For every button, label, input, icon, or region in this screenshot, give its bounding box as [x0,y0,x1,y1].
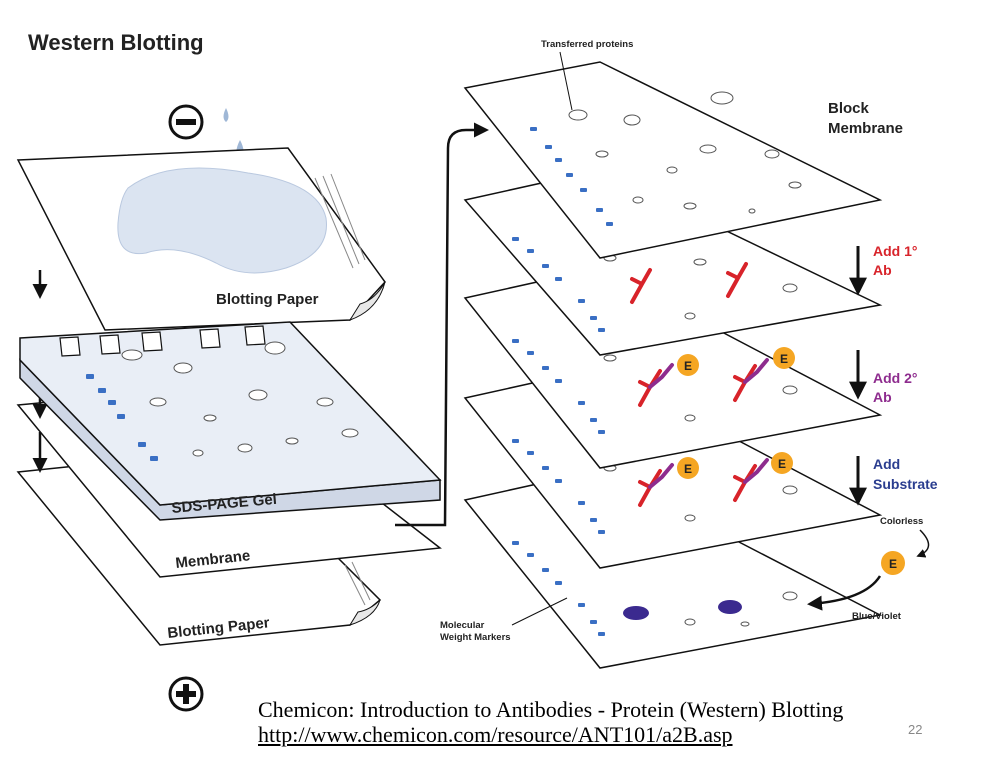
antibody-complex: E [638,354,699,407]
step2-label-line2: Ab [873,389,892,405]
enzyme-label: E [684,462,692,476]
antibody-complex: E [733,347,795,402]
primary-antibody-icon [630,268,652,304]
primary-antibody-icon [726,262,748,298]
plus-electrode [168,676,204,712]
antibody-complex: E [638,457,699,507]
step1-label-line1: Add 1° [873,243,918,259]
enzyme-icon: E [881,551,905,575]
conversion-arrow-icon [807,575,882,611]
step1-label-line2: Ab [873,262,892,278]
membrane-sheet-1 [463,61,883,259]
mw-label-line1: Molecular [440,620,485,631]
block-label-line2: Membrane [828,120,903,137]
antibody-complex: E [733,452,793,502]
enzyme-label: E [778,457,786,471]
transfer-arrow-icon [395,122,489,527]
block-label-line1: Block [828,100,870,117]
mw-callout-line [511,597,568,626]
blotting-paper-top: Blotting Paper [16,147,386,331]
page-number: 22 [908,722,923,737]
minus-electrode [168,104,204,140]
blue-violet-label: Blue/Violet [852,611,902,622]
source-caption: Chemicon: Introduction to Antibodies - P… [258,697,843,747]
enzyme-label: E [684,359,692,373]
step3-label-line1: Add [873,456,900,472]
enzyme-label: E [780,352,788,366]
pointer-arrow-icon [916,529,930,558]
enzyme-label: E [889,557,897,571]
sds-page-gel: SDS-PAGE Gel [19,321,442,521]
blotting-paper-top-label: Blotting Paper [216,291,319,308]
caption-link[interactable]: http://www.chemicon.com/resource/ANT101/… [258,722,733,747]
step3-label-line2: Substrate [873,476,938,492]
mw-label-line2: Weight Markers [440,632,511,643]
step2-label-line1: Add 2° [873,370,918,386]
colorless-label: Colorless [880,516,923,527]
caption-title: Chemicon: Introduction to Antibodies - P… [258,697,844,722]
transferred-proteins-callout: Transferred proteins [541,39,633,111]
transferred-proteins-label: Transferred proteins [541,39,633,50]
diagram-title: Western Blotting [28,30,204,55]
